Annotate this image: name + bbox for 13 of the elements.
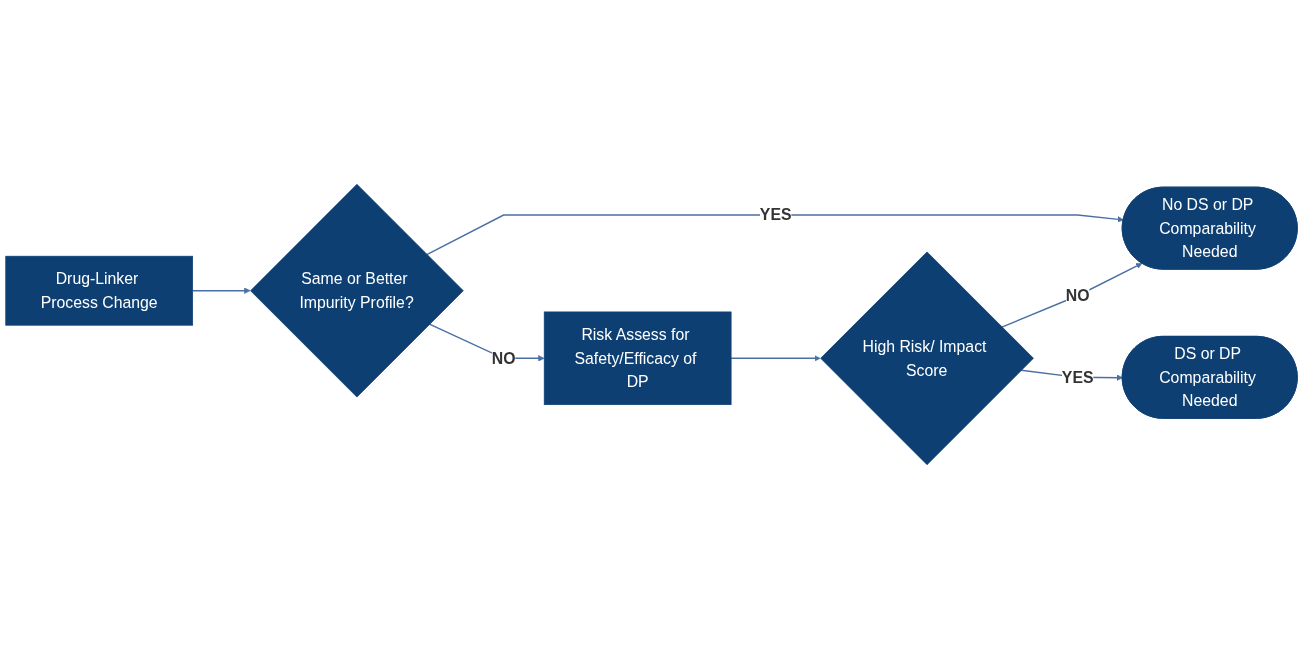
node-diamond: High Risk/ Impact Score — [820, 251, 1034, 466]
node-box: Drug-Linker Process Change — [5, 255, 193, 326]
edge-label: NO — [1065, 286, 1090, 305]
arrow — [730, 355, 821, 362]
edge-label: YES — [759, 206, 792, 225]
edge-label: NO — [491, 349, 516, 368]
node-box: Risk Assess for Safety/Efficacy of DP — [543, 311, 732, 406]
arrow — [191, 287, 251, 294]
arrow — [1001, 263, 1143, 328]
edge-label: YES — [1061, 368, 1094, 387]
arrow — [428, 323, 545, 362]
arrow — [426, 214, 1124, 256]
node-diamond: Same or Better Impurity Profile? — [250, 183, 464, 398]
